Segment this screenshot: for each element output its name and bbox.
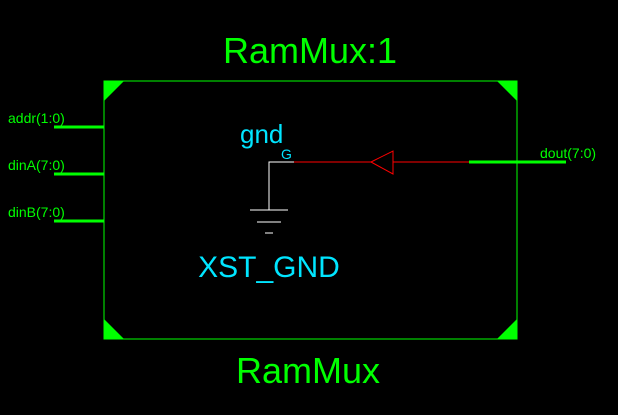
buffer-triangle-icon [369,150,394,175]
corner-marker-top-right [497,81,517,101]
port-label-addr: addr(1:0) [8,110,65,126]
gnd-instance-name: gnd [240,119,283,149]
primitive-name: XST_GND [198,251,340,284]
corner-marker-top-left [104,81,124,101]
corner-marker-bottom-left [104,319,124,339]
port-label-dout: dout(7:0) [540,145,596,161]
port-label-dinA: dinA(7:0) [8,157,65,173]
gnd-pin-label: G [281,146,292,162]
instance-name: RamMux:1 [223,30,397,71]
module-block[interactable] [103,80,518,340]
corner-marker-bottom-right [497,319,517,339]
ground-wire [268,161,294,210]
port-label-dinB: dinB(7:0) [8,204,65,220]
module-name: RamMux [236,350,380,391]
